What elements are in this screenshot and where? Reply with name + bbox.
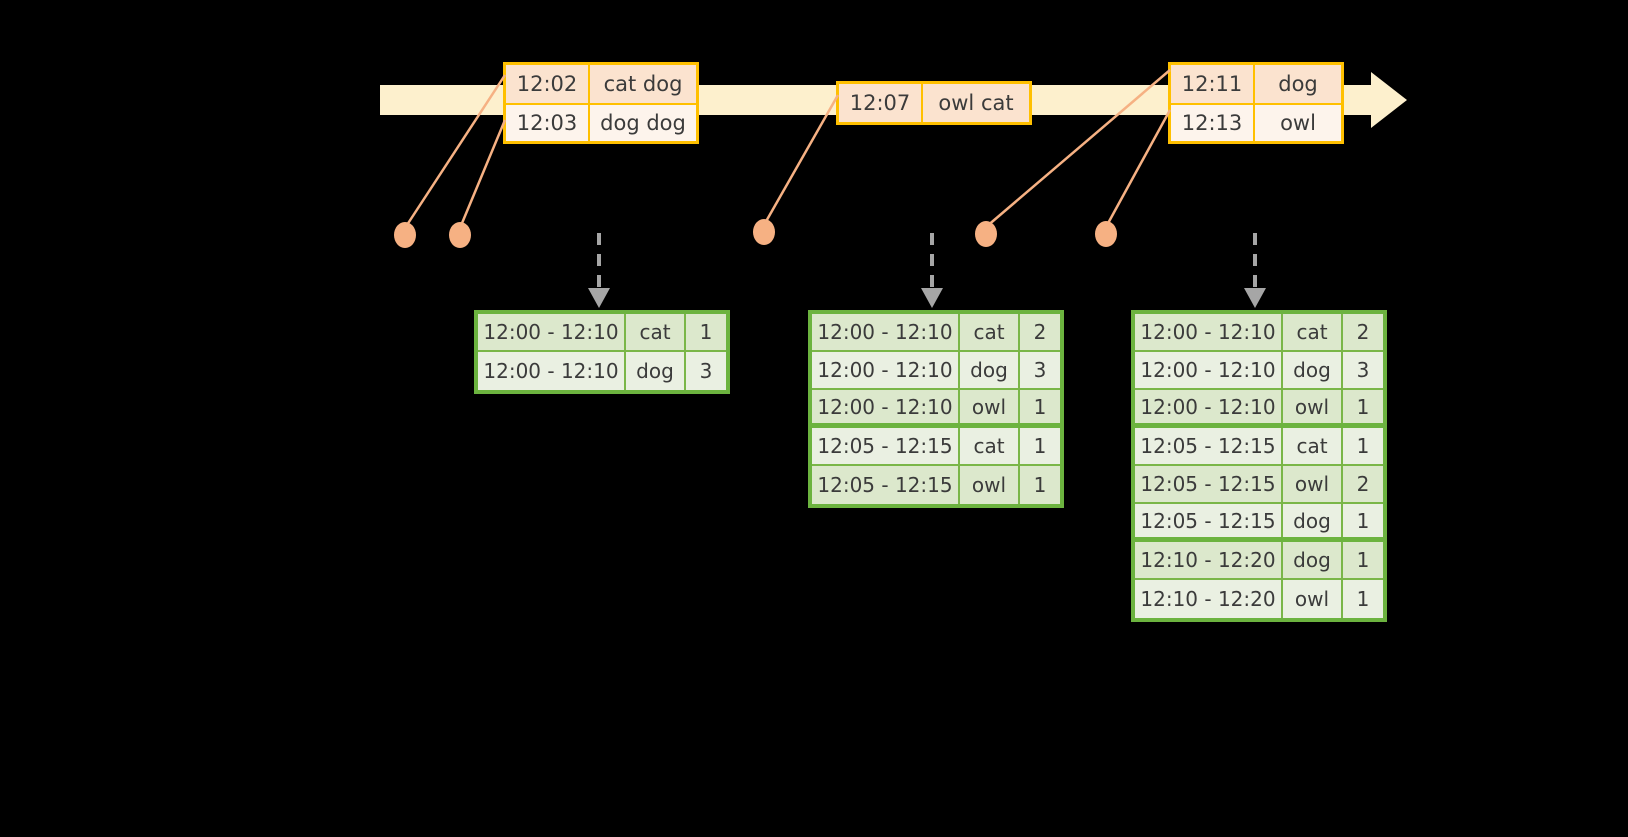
arrowhead-icon — [1244, 288, 1266, 308]
cell-count: 1 — [686, 314, 726, 350]
cell-window: 12:00 - 12:10 — [1135, 390, 1283, 423]
event-box-3[interactable]: 12:11 dog 12:13 owl — [1168, 62, 1344, 144]
arrowhead-icon — [921, 288, 943, 308]
cell-window: 12:00 - 12:10 — [1135, 314, 1283, 350]
event-time: 12:03 — [506, 105, 590, 141]
event-box-1[interactable]: 12:02 cat dog 12:03 dog dog — [503, 62, 699, 144]
event-words: owl cat — [923, 84, 1029, 122]
cell-count: 1 — [1020, 390, 1060, 423]
cell-word: cat — [626, 314, 686, 350]
cell-word: owl — [1283, 390, 1343, 423]
event-words: dog — [1255, 65, 1341, 103]
cell-word: owl — [1283, 580, 1343, 618]
dot-1207 — [753, 219, 775, 245]
timeline-arrowhead-icon — [1371, 72, 1407, 128]
event-words: dog dog — [590, 105, 696, 141]
event-time: 12:02 — [506, 65, 590, 103]
cell-window: 12:00 - 12:10 — [812, 314, 960, 350]
leader-line-1213 — [1104, 109, 1172, 228]
cell-count: 2 — [1343, 466, 1383, 502]
down-arrow-2 — [921, 233, 943, 308]
cell-window: 12:00 - 12:10 — [478, 352, 626, 390]
event-row: 12:13 owl — [1171, 103, 1341, 141]
down-arrow-3 — [1244, 233, 1266, 308]
cell-window: 12:05 - 12:15 — [1135, 466, 1283, 502]
event-row: 12:02 cat dog — [506, 65, 696, 103]
event-time: 12:13 — [1171, 105, 1255, 141]
dot-1213 — [1095, 221, 1117, 247]
cell-window: 12:00 - 12:10 — [478, 314, 626, 350]
cell-window: 12:10 - 12:20 — [1135, 542, 1283, 578]
cell-word: dog — [1283, 352, 1343, 388]
cell-count: 2 — [1020, 314, 1060, 350]
cell-word: cat — [960, 428, 1020, 464]
cell-word: cat — [1283, 314, 1343, 350]
down-arrow-1 — [588, 233, 610, 308]
cell-count: 1 — [1020, 428, 1060, 464]
cell-count: 3 — [1343, 352, 1383, 388]
cell-window: 12:05 - 12:15 — [1135, 428, 1283, 464]
cell-count: 1 — [1343, 390, 1383, 423]
cell-window: 12:05 - 12:15 — [1135, 504, 1283, 537]
cell-word: dog — [1283, 504, 1343, 537]
cell-word: cat — [960, 314, 1020, 350]
arrowhead-icon — [588, 288, 610, 308]
cell-word: dog — [1283, 542, 1343, 578]
event-words: cat dog — [590, 65, 696, 103]
leader-line-1203 — [458, 119, 507, 229]
event-row: 12:11 dog — [1171, 65, 1341, 103]
cell-window: 12:05 - 12:15 — [812, 428, 960, 464]
dot-1203 — [449, 222, 471, 248]
event-row: 12:07 owl cat — [839, 84, 1029, 122]
event-row: 12:03 dog dog — [506, 103, 696, 141]
cell-count: 1 — [1020, 466, 1060, 504]
cell-count: 1 — [1343, 428, 1383, 464]
cell-window: 12:00 - 12:10 — [812, 352, 960, 388]
cell-word: owl — [1283, 466, 1343, 502]
cell-window: 12:00 - 12:10 — [812, 390, 960, 423]
cell-word: dog — [960, 352, 1020, 388]
cell-count: 1 — [1343, 504, 1383, 537]
cell-word: owl — [960, 466, 1020, 504]
cell-word: cat — [1283, 428, 1343, 464]
cell-word: dog — [626, 352, 686, 390]
cell-count: 3 — [1020, 352, 1060, 388]
event-box-2[interactable]: 12:07 owl cat — [836, 81, 1032, 125]
cell-window: 12:00 - 12:10 — [1135, 352, 1283, 388]
event-words: owl — [1255, 105, 1341, 141]
cell-count: 1 — [1343, 542, 1383, 578]
event-time: 12:11 — [1171, 65, 1255, 103]
cell-count: 3 — [686, 352, 726, 390]
dot-1202 — [394, 222, 416, 248]
cell-count: 2 — [1343, 314, 1383, 350]
cell-word: owl — [960, 390, 1020, 423]
cell-window: 12:05 - 12:15 — [812, 466, 960, 504]
cell-window: 12:10 - 12:20 — [1135, 580, 1283, 618]
dot-1211 — [975, 221, 997, 247]
event-time: 12:07 — [839, 84, 923, 122]
cell-count: 1 — [1343, 580, 1383, 618]
